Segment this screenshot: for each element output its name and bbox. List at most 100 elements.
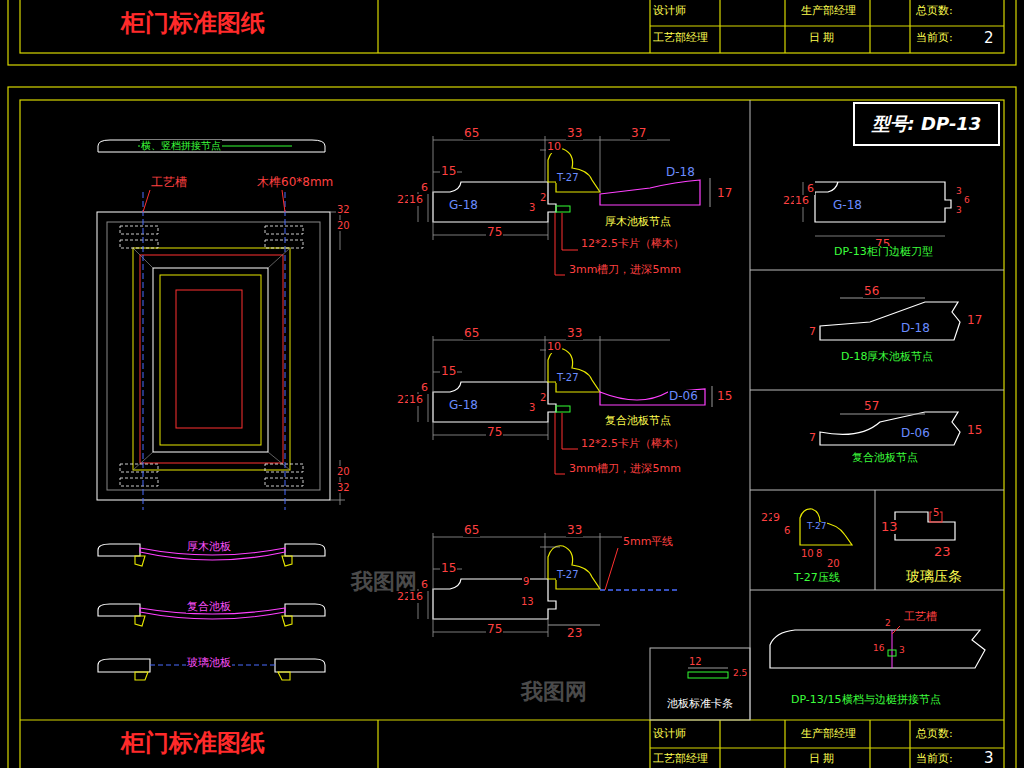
dimension-text: 7 xyxy=(808,326,817,338)
drawing-label: 日 期 xyxy=(808,753,836,765)
drawing-label: 池板标准卡条 xyxy=(666,698,734,710)
drawing-label: 横、竖档拼接节点 xyxy=(140,140,222,151)
drawing-label: 柜门标准图纸 xyxy=(120,10,266,36)
drawing-label: 复合池板 xyxy=(186,601,232,613)
dimension-text: 5mm平线 xyxy=(622,536,674,548)
drawing-label: G-18 xyxy=(832,199,863,212)
dimension-text: 3 xyxy=(528,202,536,213)
dimension-text: 3 xyxy=(955,206,963,216)
dimension-text: 16 xyxy=(794,195,810,207)
dimension-text: 15 xyxy=(440,165,457,178)
drawing-label: D-18 xyxy=(900,322,931,335)
dimension-text: 3 xyxy=(528,402,536,413)
dimension-text: 16 xyxy=(872,644,885,654)
dimension-text: 6 xyxy=(420,182,429,194)
dimension-text: 8 xyxy=(815,548,823,559)
drawing-label: 日 期 xyxy=(808,32,836,44)
dimension-text: 3 xyxy=(898,646,906,656)
drawing-label: 柜门标准图纸 xyxy=(120,730,266,756)
dimension-text: 16 xyxy=(408,591,424,603)
dimension-text: 2 xyxy=(539,392,547,403)
drawing-label: T-27 xyxy=(806,522,827,532)
drawing-label: DP-13柜门边梃刀型 xyxy=(833,246,934,258)
dimension-text: 20 xyxy=(336,220,351,231)
dimension-text: 2 xyxy=(884,619,892,629)
drawing-label: 厚木池板 xyxy=(186,541,232,553)
drawing-label: 设计师 xyxy=(652,728,687,740)
drawing-label: T-27 xyxy=(556,372,580,383)
drawing-label: 总页数: xyxy=(915,5,954,17)
drawing-label: 工艺部经理 xyxy=(652,753,709,765)
drawing-label: D-06 xyxy=(668,390,699,403)
dimension-text: 13 xyxy=(520,596,535,607)
dimension-text: 75 xyxy=(486,426,503,439)
dimension-text: 37 xyxy=(630,127,647,140)
dimension-text: 56 xyxy=(863,285,880,298)
drawing-label: D-18 xyxy=(665,166,696,179)
dimension-text: 20 xyxy=(336,466,351,477)
drawing-label: 工艺部经理 xyxy=(652,32,709,44)
dimension-text: 16 xyxy=(408,194,424,206)
watermark: 我图网 xyxy=(520,680,588,704)
dimension-text: 20 xyxy=(826,558,841,569)
dimension-text: 65 xyxy=(463,127,480,140)
dimension-text: 75 xyxy=(486,226,503,239)
dimension-text: 10 xyxy=(546,141,562,153)
model-box: 型号: DP-13 xyxy=(853,102,1000,146)
dimension-text: 23 xyxy=(933,545,952,559)
dimension-text: 10 xyxy=(800,548,815,559)
dimension-text: 17 xyxy=(966,314,983,327)
drawing-label: T-27 xyxy=(556,172,580,183)
drawing-label: 总页数: xyxy=(915,728,954,740)
dimension-text: 65 xyxy=(463,327,480,340)
dimension-text: 12*2.5卡片（榉木） xyxy=(580,238,685,250)
dimension-text: 5 xyxy=(932,507,940,518)
dimension-text: 2.5 xyxy=(732,669,748,679)
dimension-text: 12*2.5卡片（榉木） xyxy=(580,438,685,450)
dimension-text: 16 xyxy=(408,394,424,406)
dimension-text: 9 xyxy=(522,576,530,587)
dimension-text: 13 xyxy=(880,520,899,534)
dimension-text: 15 xyxy=(966,424,983,437)
drawing-label: 复合池板节点 xyxy=(851,452,919,464)
drawing-label: G-18 xyxy=(448,399,479,412)
drawing-label: D-18厚木池板节点 xyxy=(840,351,934,363)
drawing-label: DP-13/15横档与边梃拼接节点 xyxy=(790,694,942,706)
drawing-label: 设计师 xyxy=(652,5,687,17)
dimension-text: 工艺槽 xyxy=(903,611,938,623)
dimension-text: 3 xyxy=(955,187,963,197)
drawing-label: 2 xyxy=(983,30,995,47)
drawing-label: 生产部经理 xyxy=(800,728,857,740)
dimension-text: 3mm槽刀，进深5mm xyxy=(568,264,682,276)
dimension-text: 75 xyxy=(486,623,503,636)
dimension-text: 23 xyxy=(566,627,583,640)
dimension-text: 9 xyxy=(772,512,781,524)
dimension-text: 木榫60*8mm xyxy=(256,176,334,189)
dimension-text: 6 xyxy=(783,525,791,536)
dimension-text: 65 xyxy=(463,524,480,537)
dimension-text: 32 xyxy=(336,482,351,493)
dimension-text: 3mm槽刀，进深5mm xyxy=(568,463,682,475)
dimension-text: 6 xyxy=(420,382,429,394)
dimension-text: 15 xyxy=(716,390,733,403)
dimension-text: 32 xyxy=(336,204,351,215)
dimension-text: 57 xyxy=(863,400,880,413)
drawing-label: 玻璃压条 xyxy=(905,569,963,584)
drawing-label: 玻璃池板 xyxy=(186,657,232,669)
dimension-text: 33 xyxy=(566,327,583,340)
drawing-label: 当前页: xyxy=(915,32,954,44)
drawing-label: 3 xyxy=(983,750,995,767)
dimension-text: 15 xyxy=(440,365,457,378)
dimension-text: 33 xyxy=(566,127,583,140)
drawing-label: 当前页: xyxy=(915,753,954,765)
drawing-label: 复合池板节点 xyxy=(604,415,672,427)
dimension-text: 33 xyxy=(566,524,583,537)
drawing-label: G-18 xyxy=(448,199,479,212)
dimension-text: 10 xyxy=(546,341,562,353)
model-number: 型号: DP-13 xyxy=(872,112,982,136)
dimension-text: 7 xyxy=(808,432,817,444)
dimension-text: 6 xyxy=(963,196,971,206)
drawing-label: 厚木池板节点 xyxy=(604,216,672,228)
dimension-text: 17 xyxy=(716,187,733,200)
dimension-text: 12 xyxy=(688,656,703,667)
